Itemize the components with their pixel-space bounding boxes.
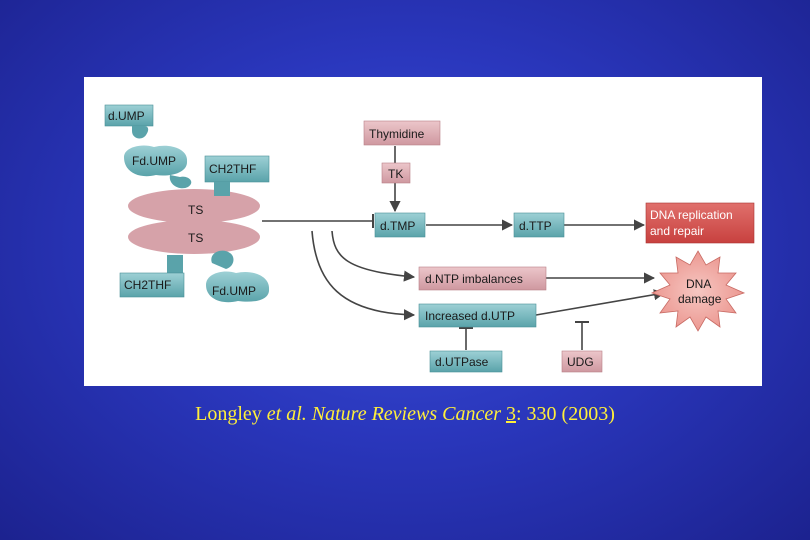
tk-node: TK [381,162,411,184]
ch2thf-top-label: CH2THF [209,162,256,176]
dutpase-label: d.UTPase [435,355,489,369]
dna-damage-node: DNA damage [650,250,746,332]
dump-label: d.UMP [108,109,145,123]
ch2thf-bottom-node: CH2THF [119,255,185,298]
increased-dutp-node: Increased d.UTP [418,303,537,328]
pathway-diagram: d.UMP Fd.UMP CH2THF TS TS CH2THF Fd.UMP [104,104,755,373]
dna-damage-starburst [650,250,746,332]
citation-author: Longley [195,403,267,425]
to-dntp-imbalances-arrow [331,230,416,282]
dttp-label: d.TTP [519,219,552,233]
dttp-node: d.TTP [513,212,565,238]
thymidine-node: Thymidine [363,120,441,146]
udg-label: UDG [567,355,594,369]
citation-journal: Nature Reviews Cancer [311,403,506,425]
ts-top-label: TS [188,203,203,217]
dna-replication-label-line1: DNA replication [650,208,733,222]
tk-label: TK [388,167,403,181]
dutpase-node: d.UTPase [429,350,503,373]
dna-damage-label-line1: DNA [686,277,711,291]
ch2thf-top-node: CH2THF [204,155,270,196]
dutp-to-damage-arrow [535,289,666,316]
thymidine-label: Thymidine [369,127,425,141]
citation-volume: 3 [505,403,516,425]
fdump-top-node: Fd.UMP [124,145,192,189]
dump-node: d.UMP [104,104,154,139]
ch2thf-bottom-label: CH2THF [124,278,171,292]
dna-damage-label-line2: damage [678,292,722,306]
dna-replication-node: DNA replication and repair [645,202,755,244]
ts-bottom-label: TS [188,231,203,245]
citation: Longley et al. Nature Reviews Cancer 3: … [0,403,810,426]
citation-etal: et al. [266,403,312,425]
fdump-top-label: Fd.UMP [132,154,176,168]
diagram-panel: d.UMP Fd.UMP CH2THF TS TS CH2THF Fd.UMP [84,77,762,386]
fdump-bottom-node: Fd.UMP [206,250,270,303]
dntp-imbalances-node: d.NTP imbalances [418,266,547,291]
dtmp-label: d.TMP [380,219,415,233]
fdump-bottom-label: Fd.UMP [212,284,256,298]
dntp-imbalances-label: d.NTP imbalances [425,272,523,286]
udg-node: UDG [561,350,603,373]
ts-bottom-shape [128,220,260,254]
citation-pages-year: : 330 (2003) [515,403,615,425]
ts-top-shape [128,189,260,223]
increased-dutp-label: Increased d.UTP [425,309,515,323]
dtmp-node: d.TMP [374,212,426,238]
to-increased-dutp-arrow [311,230,416,321]
dna-replication-label-line2: and repair [650,224,704,238]
